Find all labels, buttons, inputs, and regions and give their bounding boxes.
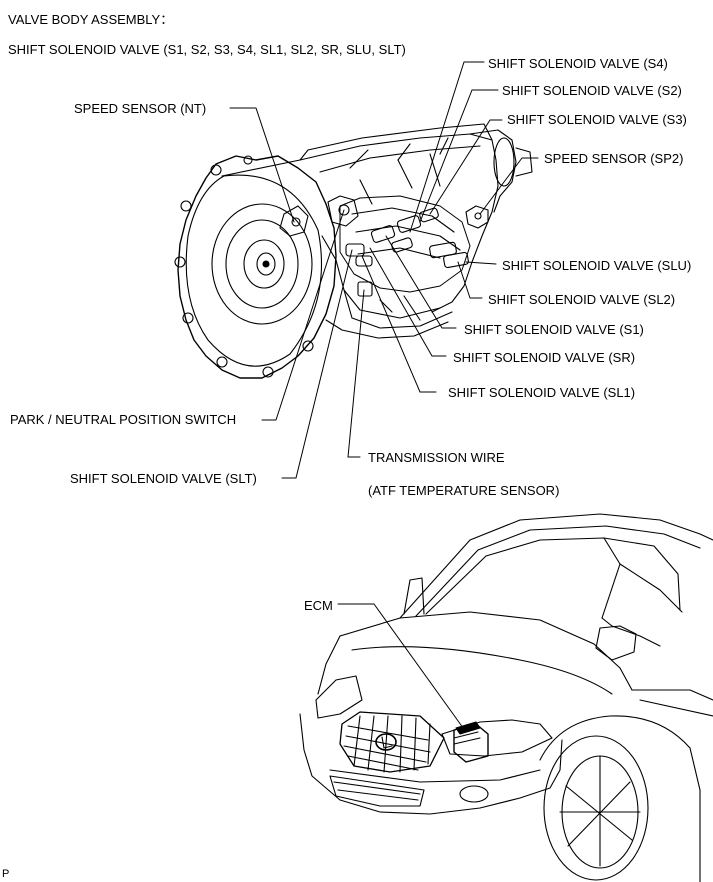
label-ecm: ECM bbox=[304, 598, 333, 613]
leader-lines bbox=[229, 61, 539, 733]
label-shift-solenoid-slt: SHIFT SOLENOID VALVE (SLT) bbox=[70, 471, 257, 486]
header-title: VALVE BODY ASSEMBLY： bbox=[8, 12, 174, 27]
label-speed-sensor-nt: SPEED SENSOR (NT) bbox=[74, 101, 207, 116]
transmission-illustration bbox=[174, 123, 533, 379]
label-shift-solenoid-sl1: SHIFT SOLENOID VALVE (SL1) bbox=[448, 385, 636, 400]
label-shift-solenoid-sr: SHIFT SOLENOID VALVE (SR) bbox=[453, 350, 636, 365]
header-subtitle: SHIFT SOLENOID VALVE (S1, S2, S3, S4, SL… bbox=[8, 42, 406, 57]
label-shift-solenoid-s3: SHIFT SOLENOID VALVE (S3) bbox=[507, 112, 687, 127]
label-park-neutral-position-switch: PARK / NEUTRAL POSITION SWITCH bbox=[10, 412, 237, 427]
label-atf-temperature-sensor: (ATF TEMPERATURE SENSOR) bbox=[368, 483, 560, 498]
label-shift-solenoid-sl2: SHIFT SOLENOID VALVE (SL2) bbox=[488, 292, 676, 307]
label-shift-solenoid-s2: SHIFT SOLENOID VALVE (S2) bbox=[502, 83, 682, 98]
label-shift-solenoid-s1: SHIFT SOLENOID VALVE (S1) bbox=[464, 322, 644, 337]
vehicle-illustration bbox=[299, 513, 713, 882]
footer-code: P bbox=[2, 868, 10, 880]
label-shift-solenoid-slu: SHIFT SOLENOID VALVE (SLU) bbox=[502, 258, 692, 273]
label-speed-sensor-sp2: SPEED SENSOR (SP2) bbox=[544, 151, 684, 166]
label-transmission-wire: TRANSMISSION WIRE bbox=[368, 450, 505, 465]
label-shift-solenoid-s4: SHIFT SOLENOID VALVE (S4) bbox=[488, 56, 668, 71]
